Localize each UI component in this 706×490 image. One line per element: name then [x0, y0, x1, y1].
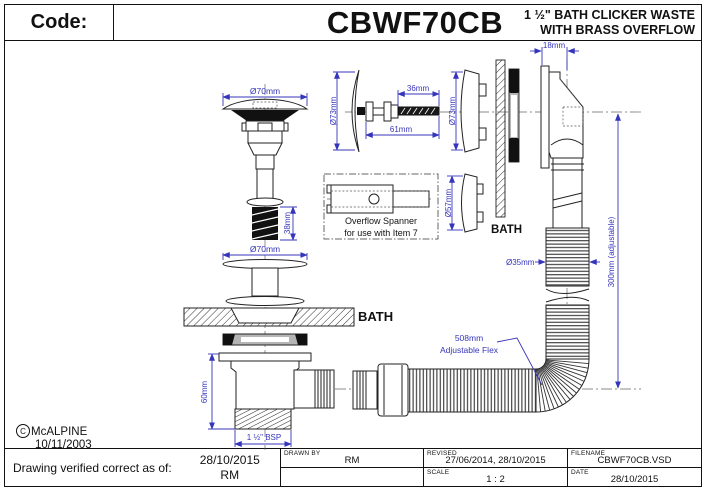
product-title: 1 ½" BATH CLICKER WASTE WITH BRASS OVERF…: [524, 8, 695, 38]
verified-value: 28/10/2015 RM: [200, 453, 260, 483]
hose-length-line2: Adjustable Flex: [440, 345, 499, 355]
copyright-name: McALPINE: [31, 426, 88, 438]
bath-panel-right: BATH: [491, 59, 522, 236]
bath-panel-left: BATH: [183, 307, 393, 327]
product-code: CBWF70CB: [326, 4, 504, 40]
dim-cap-diameter: Ø70mm: [250, 86, 280, 96]
product-title-line1: 1 ½" BATH CLICKER WASTE: [524, 8, 695, 22]
date-value: 28/10/2015: [610, 474, 659, 485]
compression-fittings: [352, 363, 409, 417]
washer: [225, 296, 305, 306]
waste-outlet: [293, 369, 335, 409]
drawn-by-value: RM: [344, 455, 360, 466]
screw-head: [365, 101, 374, 122]
compression-nut: [377, 363, 409, 417]
bsp-thread: [234, 408, 292, 430]
screw-thread: [397, 106, 440, 116]
spanner-box: [323, 173, 439, 240]
dim-flange-inner: Ø57mm: [444, 188, 453, 217]
overflow-spanner-note: Overflow Spanner for use with Item 7: [323, 173, 439, 240]
title-bar: Code: CBWF70CB 1 ½" BATH CLICKER WASTE W…: [5, 5, 701, 41]
dim-elbow-depth: 18mm: [543, 41, 566, 50]
hose-length-label: 508mm Adjustable Flex: [440, 333, 543, 386]
code-label: Code:: [5, 5, 114, 40]
dim-screw-length: 61mm: [390, 125, 413, 134]
dim-tail-length: 38mm: [283, 212, 292, 235]
bath-waste-body: 60mm 1 ½" BSP: [200, 333, 335, 447]
copyright-block: C McALPINE 10/11/2003: [16, 424, 92, 451]
spanner-note-line2: for use with Item 7: [344, 228, 418, 238]
elbow-pipe: [552, 157, 583, 229]
bath-label-left: BATH: [358, 309, 393, 324]
revised-scale-cell: REVISED 27/06/2014, 28/10/2015 SCALE 1 :…: [424, 449, 568, 486]
title-block-footer: Drawing verified correct as of: 28/10/20…: [5, 448, 701, 486]
dim-hose-diameter: Ø35mm: [506, 258, 535, 267]
overflow-cover-rear-view: Ø73mm: [448, 69, 487, 153]
filename-date-cell: FILENAME CBWF70CB.VSD DATE 28/10/2015: [568, 449, 701, 486]
dim-cover-rear: Ø73mm: [448, 96, 457, 125]
copyright-date: 10/11/2003: [35, 439, 92, 451]
scale-value: 1 : 2: [486, 474, 505, 485]
drawing-sheet: Code: CBWF70CB 1 ½" BATH CLICKER WASTE W…: [4, 4, 702, 487]
cover-dome-side: [351, 69, 360, 153]
filename-value: CBWF70CB.VSD: [597, 455, 672, 466]
revised-value: 27/06/2014, 28/10/2015: [445, 455, 546, 466]
verified-date: 28/10/2015: [199, 452, 260, 467]
dim-flange-diameter: Ø70mm: [250, 244, 280, 254]
copyright-icon: [16, 424, 30, 438]
date-label: DATE: [571, 469, 589, 476]
dim-hose-diameter-group: Ø35mm: [506, 258, 600, 267]
spanner-body: [330, 184, 394, 214]
product-title-line2: WITH BRASS OVERFLOW: [540, 23, 695, 37]
overflow-flange-view: Ø57mm: [444, 173, 484, 233]
dim-thread-size: 1 ½" BSP: [247, 433, 281, 442]
technical-drawing: Ø70mm 38mm Ø70mm: [16, 41, 641, 451]
plug-cap: [221, 98, 309, 110]
drawing-area: Ø70mm 38mm Ø70mm: [5, 41, 701, 451]
overflow-elbow: 18mm: [530, 41, 584, 229]
drawn-by-label: DRAWN BY: [284, 450, 321, 457]
dim-screw-thread: 36mm: [407, 84, 430, 93]
bath-recess: [230, 307, 300, 324]
verified-initials: RM: [220, 467, 240, 482]
dim-pipe-length-group: 300mm (adjustable): [607, 113, 621, 389]
waste-top-flange: [222, 259, 308, 269]
bath-label-right: BATH: [491, 224, 522, 236]
plug-skirt: [231, 110, 299, 121]
filename-label: FILENAME: [571, 450, 606, 457]
verified-label: Drawing verified correct as of:: [13, 460, 172, 475]
dim-pipe-length: 300mm (adjustable): [607, 216, 616, 287]
flexible-hose: [407, 227, 590, 413]
hose-length-line1: 508mm: [455, 333, 483, 343]
revised-label: REVISED: [427, 450, 457, 457]
clicker-plug-assembly: Ø70mm 38mm Ø70mm: [221, 86, 309, 306]
elbow-flange: [540, 65, 550, 169]
dim-cover-side: Ø73mm: [329, 96, 338, 125]
dim-body-height: 60mm: [200, 381, 209, 404]
plug-tail-pipe: [256, 168, 274, 200]
scale-label: SCALE: [427, 469, 450, 476]
overflow-seal: [508, 68, 520, 163]
spanner-hole: [368, 193, 380, 205]
drawn-by-empty-row: [281, 468, 423, 486]
overflow-cover-side-view: Ø73mm 36mm 61mm: [329, 69, 440, 153]
drawn-by-cell: DRAWN BY RM: [281, 449, 424, 486]
verified-cell: Drawing verified correct as of: 28/10/20…: [5, 449, 281, 486]
waste-flange: [218, 352, 312, 362]
copyright-symbol: C: [20, 427, 26, 436]
spanner-note-line1: Overflow Spanner: [345, 216, 417, 226]
